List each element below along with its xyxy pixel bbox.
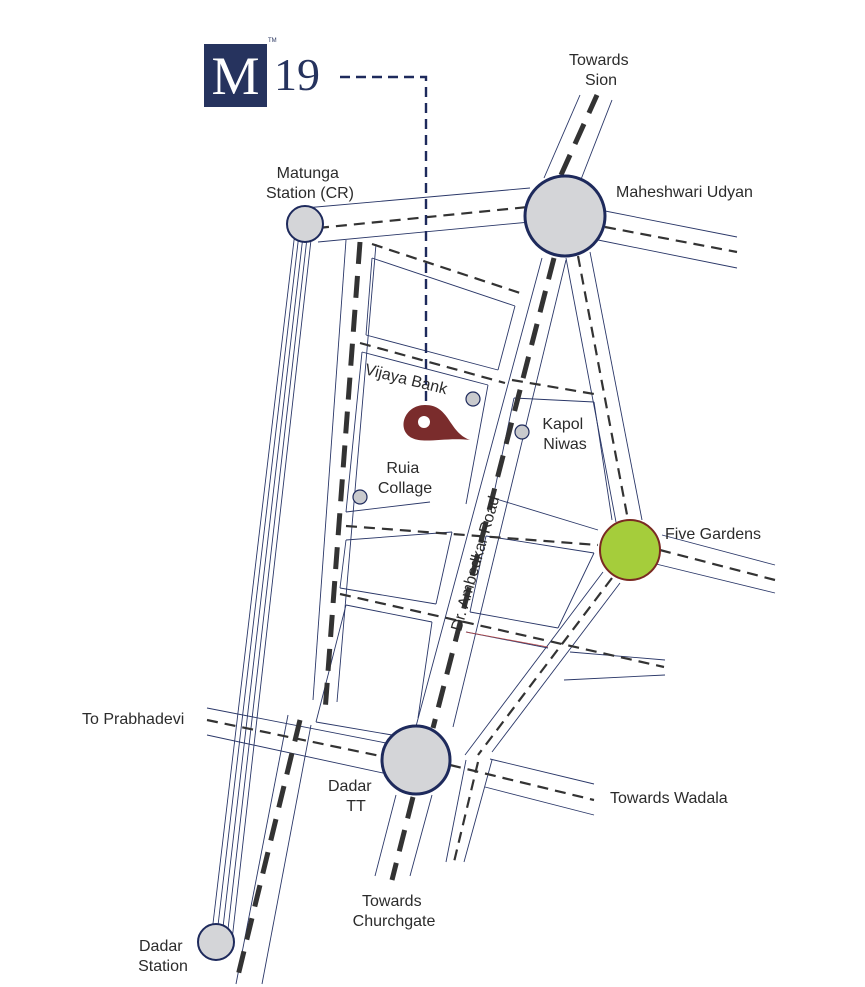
brand-logo-mark: M	[204, 44, 267, 107]
vijaya-bank-dot-icon	[465, 391, 481, 407]
towards-wadala-label: Towards Wadala	[610, 790, 728, 807]
road-centre-dashes	[206, 93, 776, 985]
dadar-station-label: Dadar Station	[138, 938, 188, 975]
brand-logo-letter: M	[211, 46, 260, 106]
matunga-station-circle	[286, 205, 324, 243]
dadar-station-circle	[197, 923, 235, 961]
maheshwari-udyan-circle	[523, 174, 607, 258]
location-pin-icon	[403, 405, 470, 441]
matunga-station-label: Matunga Station (CR)	[266, 165, 354, 202]
ruia-college-label: Ruia Collage	[378, 460, 432, 497]
brand-trademark: TM	[268, 38, 277, 44]
dr-ambedkar-road-label: Dr. Ambedkar Road	[449, 494, 504, 633]
five-gardens-label: Five Gardens	[665, 526, 761, 543]
vijaya-bank-label: Vijaya Bank	[363, 361, 450, 398]
to-prabhadevi-label: To Prabhadevi	[82, 711, 184, 728]
ruia-college-dot-icon	[352, 489, 368, 505]
towards-churchgate-label: Towards Churchgate	[353, 893, 436, 930]
kapol-niwas-label: Kapol Niwas	[542, 416, 587, 453]
brand-logo-number: 19	[274, 49, 320, 100]
route-dashed-line	[340, 75, 428, 418]
minor-road-line	[465, 631, 549, 648]
five-gardens-circle	[599, 519, 661, 581]
maheshwari-udyan-label: Maheshwari Udyan	[616, 184, 753, 201]
railway-lines	[211, 231, 312, 941]
dadar-tt-label: Dadar TT	[328, 778, 376, 815]
towards-sion-label: Towards Sion	[569, 52, 633, 89]
kapol-niwas-dot-icon	[514, 424, 530, 440]
dadar-tt-circle	[380, 724, 452, 796]
